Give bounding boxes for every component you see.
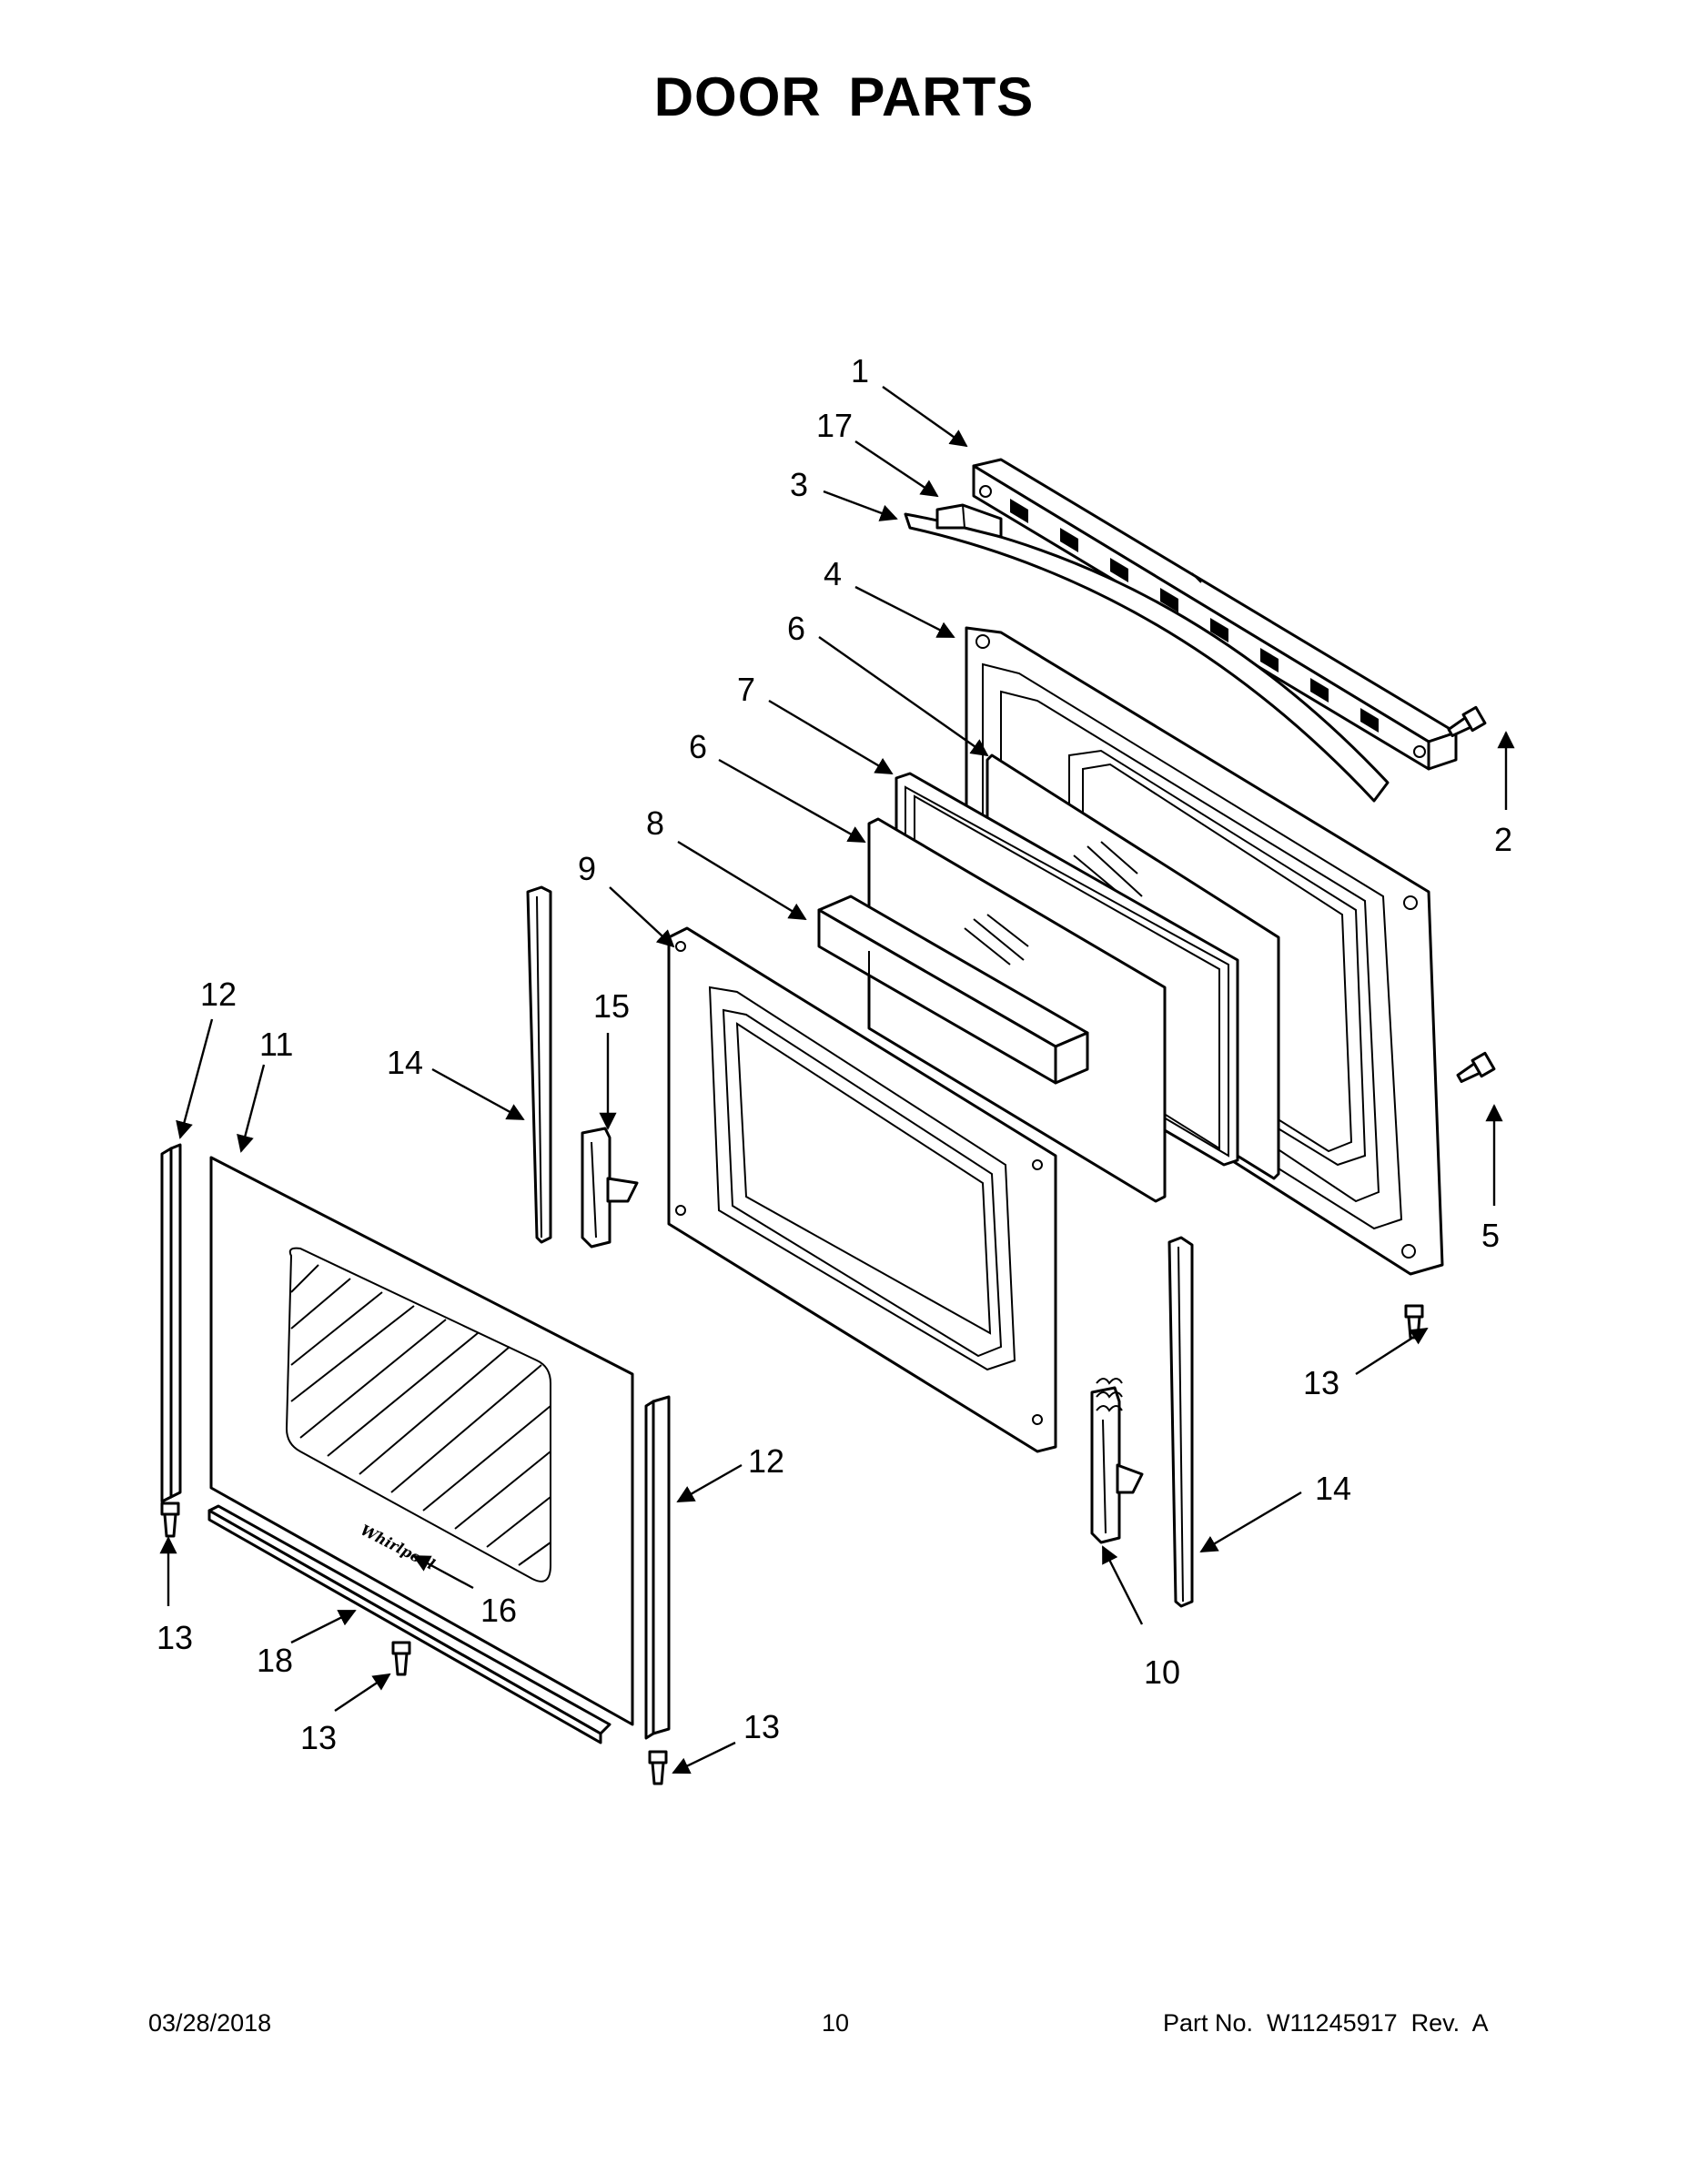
hinge-receiver-part (581, 1127, 639, 1249)
callout-7: 7 (737, 671, 755, 708)
screw-icon (1447, 705, 1487, 737)
callout-18: 18 (257, 1642, 293, 1679)
handle-clip-part (935, 503, 1003, 539)
callout-15: 15 (593, 987, 630, 1025)
page-title: DOOR PARTS (653, 66, 1035, 127)
callout-13-left: 13 (157, 1619, 193, 1656)
callout-6: 6 (787, 610, 805, 647)
callout-9: 9 (578, 850, 596, 887)
screw-icon (1456, 1051, 1496, 1083)
outer-door-panel-part: Whirlpool (209, 1156, 634, 1726)
callout-12: 12 (200, 976, 237, 1013)
callout-13: 13 (1303, 1364, 1339, 1401)
callout-16: 16 (480, 1592, 517, 1629)
callout-8: 8 (646, 804, 664, 842)
footer-date: 03/28/2018 (148, 2009, 272, 2037)
callout-4: 4 (824, 555, 842, 592)
callout-6-front: 6 (689, 728, 707, 765)
leader-lines (159, 386, 1515, 1774)
bottom-trim-part (207, 1504, 612, 1744)
callout-2: 2 (1494, 821, 1512, 858)
callout-14-right: 14 (1315, 1470, 1351, 1507)
footer-part-number: Part No. W11245917 Rev. A (1163, 2009, 1489, 2037)
callout-5: 5 (1481, 1217, 1500, 1254)
callout-14: 14 (387, 1044, 423, 1081)
right-channel-part (1167, 1236, 1194, 1608)
callout-12-right: 12 (748, 1442, 784, 1480)
callout-1: 1 (851, 352, 869, 389)
screw-icon (391, 1641, 411, 1676)
callout-13-right: 13 (743, 1708, 780, 1745)
footer-page-number: 10 (822, 2009, 850, 2037)
callout-17: 17 (816, 407, 853, 444)
screw-icon (160, 1502, 180, 1538)
callout-10: 10 (1144, 1653, 1180, 1691)
left-side-trim-part (160, 1143, 182, 1503)
insulation-part (817, 895, 1089, 1085)
door-liner-part (667, 926, 1057, 1453)
screw-icon (648, 1750, 668, 1785)
callout-13-bottom: 13 (300, 1719, 337, 1756)
right-side-trim-part (644, 1395, 671, 1740)
callout-labels: 1 17 3 4 6 7 6 8 9 2 12 11 14 15 5 13 12… (157, 352, 1512, 1756)
callout-11: 11 (259, 1026, 293, 1063)
callout-3: 3 (790, 466, 808, 503)
hinge-part (1090, 1378, 1144, 1544)
left-channel-part (526, 885, 552, 1244)
door-handle-part (904, 512, 1390, 803)
